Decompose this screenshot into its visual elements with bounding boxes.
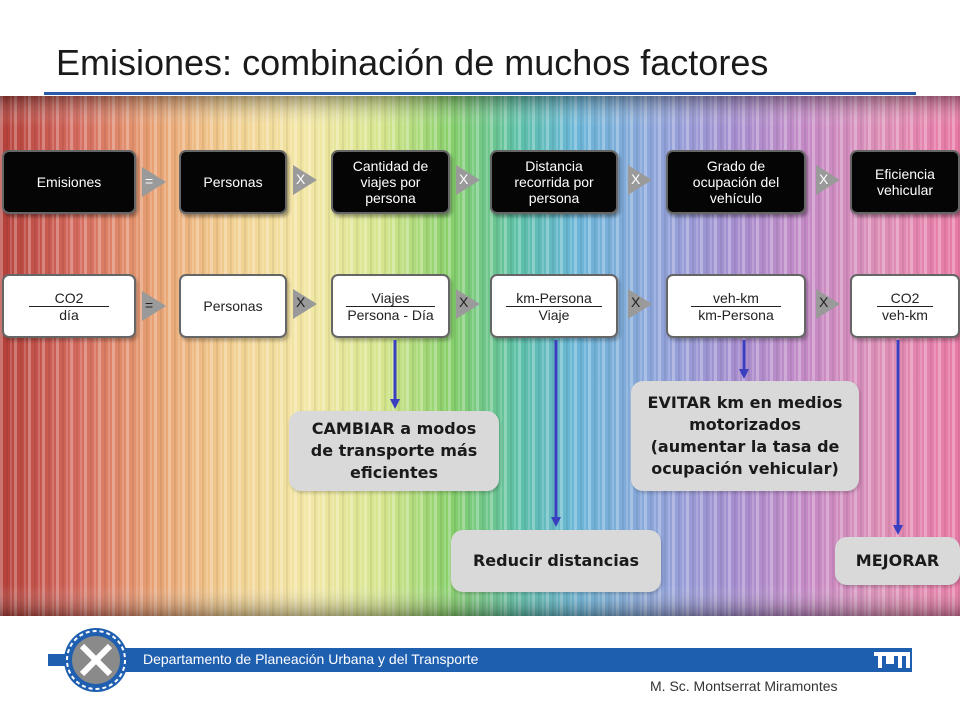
footer-department: Departamento de Planeación Urbana y del … (143, 651, 479, 667)
title-underline (44, 92, 916, 95)
operator-arrow (628, 165, 652, 195)
operator-arrow (142, 291, 166, 321)
unit-box-ocupacion: veh-km km-Persona (666, 274, 806, 338)
operator-arrow (816, 289, 840, 319)
box-personas: Personas (179, 150, 287, 214)
operator-times: X (459, 294, 469, 310)
operator-times: X (819, 171, 829, 187)
footer-bar (70, 648, 912, 672)
unit-box-emisiones: CO2 día (2, 274, 136, 338)
unit-denominator: día (59, 306, 79, 323)
box-emisiones: Emisiones (2, 150, 136, 214)
operator-arrow (456, 165, 480, 195)
unit-numerator: veh-km (691, 290, 781, 307)
unit-numerator: km-Persona (506, 290, 602, 307)
callout-evitar: EVITAR km en medios motorizados (aumenta… (631, 381, 859, 491)
box-label: Eficiencia vehicular (875, 166, 935, 198)
department-logo-icon (48, 628, 128, 692)
unit-box-viajes: Viajes Persona - Día (331, 274, 450, 338)
operator-arrow (142, 167, 166, 197)
unit-box-personas: Personas (179, 274, 287, 338)
unit-denominator: Persona - Día (347, 306, 434, 323)
box-label: Personas (203, 174, 263, 190)
box-distancia: Distancia recorrida por persona (490, 150, 618, 214)
callout-cambiar: CAMBIAR a modos de transporte más eficie… (289, 411, 499, 491)
operator-times: X (819, 294, 829, 310)
page-title: Emisiones: combinación de muchos factore… (56, 42, 769, 83)
box-label: Emisiones (36, 174, 102, 190)
footer-author: M. Sc. Montserrat Miramontes (650, 678, 838, 694)
operator-arrow (628, 289, 652, 319)
unit-numerator: Viajes (345, 290, 436, 307)
box-label: Distancia recorrida por persona (514, 158, 594, 206)
unit-label: Personas (203, 298, 263, 314)
unit-numerator: CO2 (28, 290, 110, 307)
operator-arrow (293, 165, 317, 195)
unit-box-eficiencia: CO2 veh-km (850, 274, 960, 338)
unit-denominator: Viaje (538, 306, 570, 323)
unit-denominator: veh-km (882, 306, 928, 323)
unit-box-distancia: km-Persona Viaje (490, 274, 618, 338)
operator-equals: = (145, 297, 154, 313)
operator-times: X (296, 294, 306, 310)
operator-times: X (296, 171, 306, 187)
operator-times: X (459, 171, 469, 187)
operator-arrow (456, 289, 480, 319)
operator-equals: = (145, 173, 154, 189)
callout-mejorar: MEJORAR (835, 537, 960, 585)
operator-times: X (631, 294, 641, 310)
callout-reducir: Reducir distancias (451, 530, 661, 592)
box-eficiencia: Eficiencia vehicular (850, 150, 960, 214)
operator-arrow (816, 165, 840, 195)
tum-logo-icon (874, 652, 910, 668)
box-label: Cantidad de viajes por persona (352, 158, 429, 206)
operator-times: X (631, 171, 641, 187)
operator-arrow (293, 289, 317, 319)
box-ocupacion: Grado de ocupación del vehículo (666, 150, 806, 214)
unit-denominator: km-Persona (698, 306, 774, 323)
box-cantidad-viajes: Cantidad de viajes por persona (331, 150, 450, 214)
box-label: Grado de ocupación del vehículo (692, 158, 780, 206)
unit-numerator: CO2 (876, 290, 934, 307)
